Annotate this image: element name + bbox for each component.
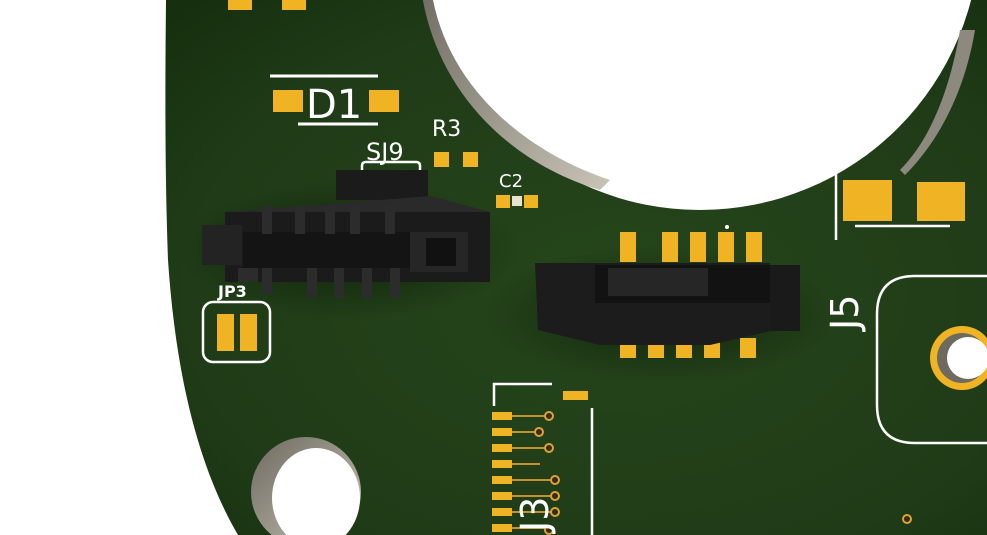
j3-footprint [492,382,594,535]
d1-footprint: D1 [270,74,399,128]
jp3-pad [217,314,234,351]
c2-body [512,196,522,206]
via-icon [902,514,912,524]
mounting-hole-icon [251,437,361,535]
r3-pad [463,152,478,167]
mounting-hole-outline [875,274,987,445]
r3-pad [434,152,449,167]
jp3-label: JP3 [217,282,247,301]
r3-label: R3 [432,117,461,142]
mounting-hole-icon [930,326,987,390]
pad [282,0,306,10]
pad [228,0,252,10]
j5-label: J5 [823,295,867,332]
c2-pad [496,195,510,208]
j5-connector [480,225,840,385]
left-connector [180,170,520,320]
board-cutout [422,0,975,210]
sj9-outline [360,160,422,172]
right-footprint [834,172,965,240]
jp3-pad [240,314,257,351]
c2-label: C2 [499,171,523,192]
j3-label: J3 [513,497,557,534]
jp3-outline [201,300,272,364]
c2-pad [524,195,538,208]
d1-label: D1 [306,82,362,128]
